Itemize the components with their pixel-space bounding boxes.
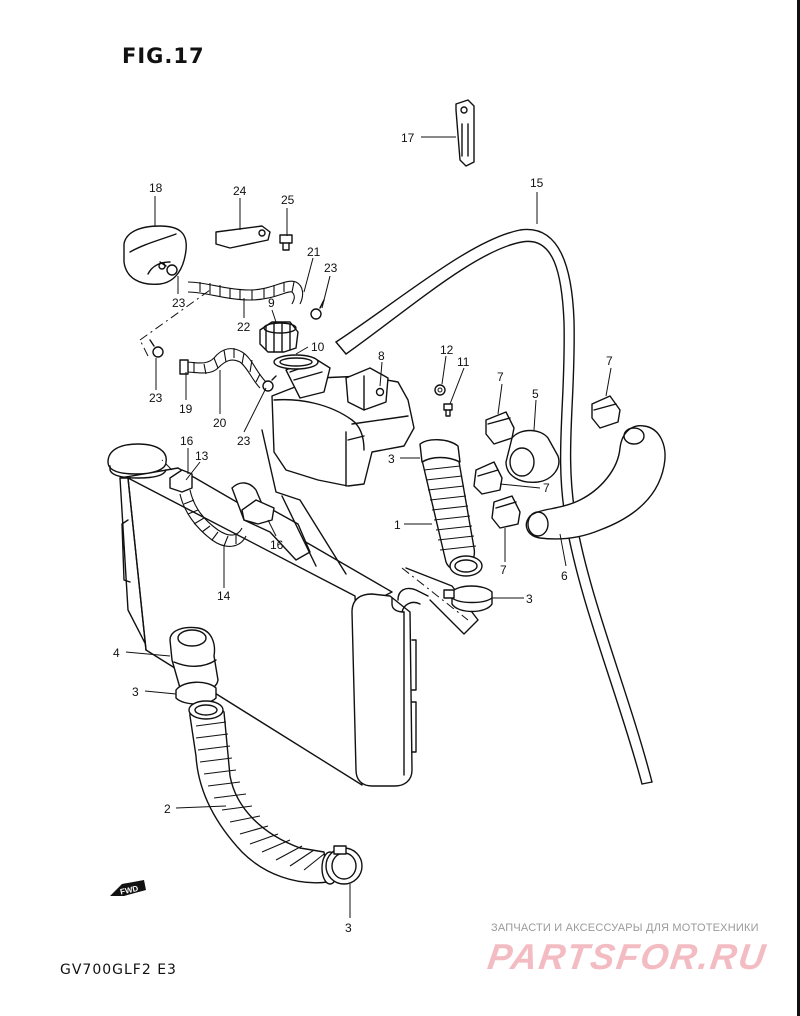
leader-lines <box>125 136 612 918</box>
callout-21: 21 <box>307 245 321 259</box>
callout-16-upper: 16 <box>180 434 194 448</box>
callout-7-upper: 7 <box>497 370 504 384</box>
callout-25: 25 <box>281 193 295 207</box>
callout-20: 20 <box>213 416 227 430</box>
callout-23-right: 23 <box>324 261 338 275</box>
reservoir-cap <box>259 321 299 353</box>
hose-5 <box>505 429 560 483</box>
fwd-arrow-icon: FWD <box>110 880 146 897</box>
callout-3-tank: 3 <box>388 452 395 466</box>
callout-2: 2 <box>164 802 171 816</box>
callout-8: 8 <box>378 349 385 363</box>
callout-13: 13 <box>195 449 209 463</box>
watermark-logo: PARTSFOR.RU <box>485 936 770 977</box>
reservoir-cover <box>123 225 187 285</box>
callout-9: 9 <box>268 296 275 310</box>
clamp-7-set <box>473 395 621 529</box>
stay-bracket <box>215 225 271 249</box>
callout-6: 6 <box>561 569 568 583</box>
bolt <box>279 234 293 251</box>
reservoir-tank <box>271 357 415 487</box>
callout-16-lower: 16 <box>270 538 284 552</box>
callout-15: 15 <box>530 176 544 190</box>
callout-3-bottom: 3 <box>345 921 352 935</box>
callout-10: 10 <box>311 340 325 354</box>
callout-7-lower: 7 <box>500 563 507 577</box>
upper-radiator-hose <box>419 439 483 577</box>
callout-23-upper: 23 <box>172 296 186 310</box>
callout-19: 19 <box>179 402 193 416</box>
assembly-lines <box>139 289 469 621</box>
part-callouts: 17 15 18 24 25 21 23 23 22 9 10 8 12 11 … <box>113 131 613 935</box>
svg-text:FWD: FWD <box>119 884 139 897</box>
radiator <box>107 429 479 787</box>
clamp-upper <box>443 585 493 613</box>
watermark-tagline: ЗАПЧАСТИ И АКСЕССУАРЫ ДЛЯ МОТОТЕХНИКИ <box>491 922 759 934</box>
callout-3-hose: 3 <box>526 592 533 606</box>
callout-3-fitting: 3 <box>132 685 139 699</box>
callout-7-mid: 7 <box>543 481 550 495</box>
callout-5: 5 <box>532 387 539 401</box>
hose-6 <box>525 425 666 540</box>
clamp-lower-top <box>175 681 217 705</box>
callout-23-lower: 23 <box>237 434 251 448</box>
callout-17: 17 <box>401 131 415 145</box>
callout-1: 1 <box>394 518 401 532</box>
callout-23-left: 23 <box>149 391 163 405</box>
reservoir-hose <box>179 348 267 389</box>
callout-7-right: 7 <box>606 354 613 368</box>
callout-22: 22 <box>237 320 251 334</box>
drain-hose <box>169 469 247 547</box>
hose-clamps <box>149 261 453 525</box>
callout-12: 12 <box>440 343 454 357</box>
callout-14: 14 <box>217 589 231 603</box>
callout-24: 24 <box>233 184 247 198</box>
breather-hose-upper <box>187 280 304 305</box>
figure-title: FIG.17 <box>122 44 205 68</box>
hose-bracket <box>455 99 475 167</box>
callout-11: 11 <box>457 355 470 369</box>
model-code: GV700GLF2 E3 <box>60 962 177 978</box>
overflow-hose <box>335 228 653 785</box>
callout-4: 4 <box>113 646 120 660</box>
callout-18: 18 <box>149 181 163 195</box>
clamp-lower-bottom <box>325 845 363 885</box>
